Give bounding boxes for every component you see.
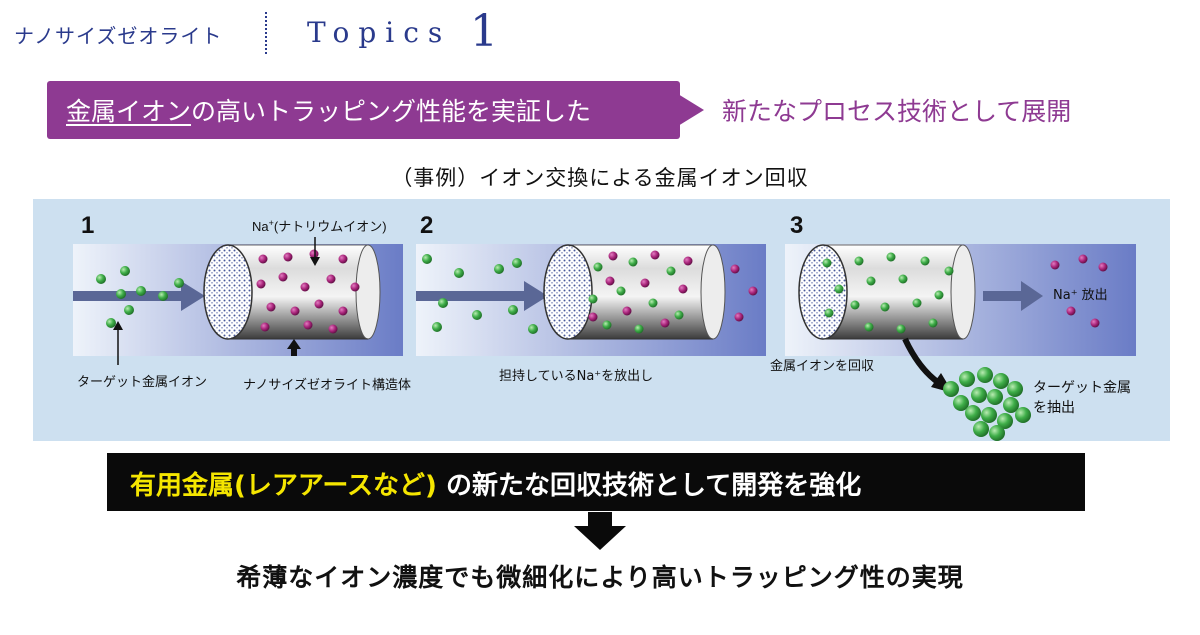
- claim-text: 金属イオンの高いトラッピング性能を実証した: [66, 92, 591, 128]
- target-ion-label: ターゲット金属イオン: [77, 374, 207, 390]
- down-arrow-icon: [570, 512, 630, 552]
- header-divider: [265, 12, 267, 54]
- step3-number: 3: [790, 212, 803, 239]
- development-rest: の新たな回収技術として開発を強化: [446, 471, 861, 501]
- extract-label-1: ターゲット金属: [1033, 380, 1131, 396]
- topics-number: 1: [470, 6, 498, 57]
- step2-number: 2: [420, 212, 433, 239]
- topics-label: Topics: [307, 16, 451, 49]
- na-ion-label: Na+(ナトリウムイオン): [252, 218, 387, 234]
- claim-outcome: 新たなプロセス技術として展開: [722, 92, 1071, 128]
- claim-rest: の高いトラッピング性能を実証した: [191, 97, 591, 126]
- development-highlight: 有用金属(レアアースなど): [130, 471, 437, 501]
- metal-cluster: [943, 367, 1031, 441]
- ion-exchange-diagram: 1 2 3 Na+(ナトリウムイオン) ターゲット金属イオン ナノサイズゼオライ…: [33, 199, 1170, 441]
- development-text: 有用金属(レアアースなど) の新たな回収技術として開発を強化: [130, 465, 861, 502]
- na-release-label: Na⁺ 放出: [1053, 288, 1108, 303]
- zeolite-label: ナノサイズゼオライト構造体: [243, 377, 411, 393]
- right-arrow-icon: [678, 94, 704, 126]
- conclusion-text: 希薄なイオン濃度でも微細化により高いトラッピング性の実現: [0, 558, 1200, 594]
- release-na-label: 担持しているNa⁺を放出し: [499, 369, 653, 384]
- recover-label: 金属イオンを回収: [770, 358, 874, 374]
- example-title: （事例）イオン交換による金属イオン回収: [0, 162, 1200, 192]
- extract-label-2: を抽出: [1033, 400, 1075, 416]
- step1-number: 1: [81, 212, 94, 239]
- claim-underlined: 金属イオン: [66, 97, 191, 126]
- brand-title: ナノサイズゼオライト: [14, 20, 222, 49]
